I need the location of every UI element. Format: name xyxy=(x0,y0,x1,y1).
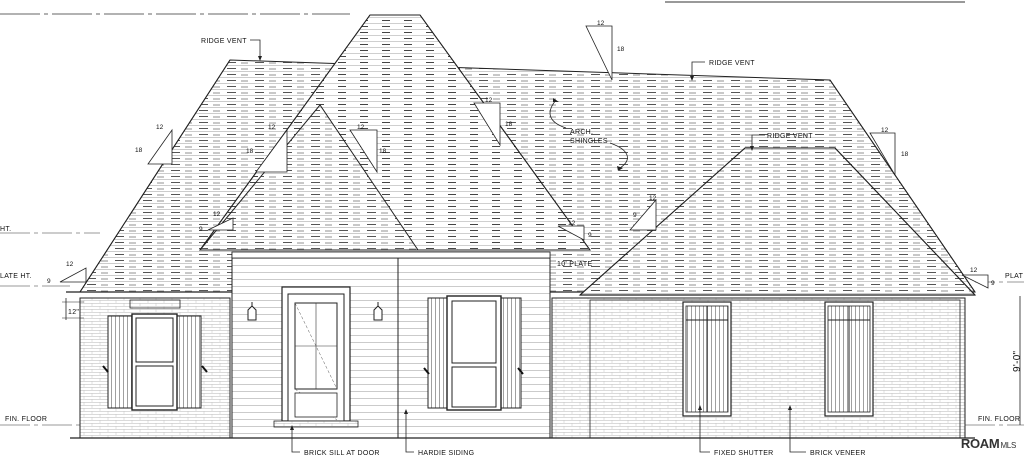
center-window xyxy=(423,295,524,411)
brick-veneer-label: BRICK VENEER xyxy=(810,450,866,457)
pitch-marker: 12 9 xyxy=(629,195,657,231)
pitch-marker: 12 18 xyxy=(349,124,387,174)
svg-text:12: 12 xyxy=(649,195,657,202)
right-brick-wall xyxy=(551,297,966,439)
fixed-shutter-left xyxy=(682,301,732,417)
svg-text:18: 18 xyxy=(135,147,143,154)
callout-leaders xyxy=(250,39,806,453)
fin-floor-label: FIN. FLOOR xyxy=(978,416,1020,423)
annotation-labels: RIDGE VENT RIDGE VENT RIDGE VENT ARCH. S… xyxy=(0,38,1024,457)
roam-mls-watermark: ROAMMLS xyxy=(961,436,1016,451)
svg-text:12: 12 xyxy=(568,220,576,227)
svg-text:12: 12 xyxy=(485,97,493,104)
plate-label: 10' PLATE xyxy=(557,261,592,268)
svg-text:12: 12 xyxy=(970,267,978,274)
dimension-12-left: 12" xyxy=(62,298,84,320)
svg-text:12: 12 xyxy=(268,124,276,131)
pitch-marker: 12 18 xyxy=(246,124,288,173)
svg-text:18: 18 xyxy=(505,121,513,128)
svg-text:9'-0": 9'-0" xyxy=(1012,350,1023,372)
lantern-left xyxy=(247,302,257,321)
pitch-marker: 12 18 xyxy=(135,124,173,165)
lantern-right xyxy=(373,302,383,321)
fin-floor-label: FIN. FLOOR xyxy=(5,416,47,423)
svg-text:9: 9 xyxy=(991,280,995,287)
svg-text:12: 12 xyxy=(881,127,889,134)
plate-height-label: HT. xyxy=(0,226,11,233)
plate-label-right: PLAT xyxy=(1005,273,1024,280)
fixed-shutter-right xyxy=(824,301,874,417)
arch-shingles-label: ARCH. xyxy=(570,129,593,136)
watermark-suffix: MLS xyxy=(1000,441,1016,450)
ridge-vent-label: RIDGE VENT xyxy=(201,38,247,45)
dimension-height-right: 9'-0" xyxy=(1012,296,1023,425)
leader-arrowheads xyxy=(258,56,792,430)
shutter xyxy=(107,315,133,409)
hardie-siding-label: HARDIE SIDING xyxy=(418,450,474,457)
pitch-marker: 12 18 xyxy=(869,127,909,177)
svg-text:9: 9 xyxy=(588,232,592,239)
svg-text:9: 9 xyxy=(47,278,51,285)
svg-text:18: 18 xyxy=(901,151,909,158)
pitch-marker: 12 9 xyxy=(961,267,995,289)
plate-height-label: LATE HT. xyxy=(0,273,32,280)
brick-sill-label: BRICK SILL AT DOOR xyxy=(304,450,380,457)
ridge-vent-label: RIDGE VENT xyxy=(767,133,813,140)
right-gable-roof xyxy=(578,147,977,296)
pitch-marker: 12 18 xyxy=(473,97,513,147)
watermark-brand: ROAM xyxy=(960,436,1000,451)
svg-text:9: 9 xyxy=(633,212,637,219)
svg-text:9: 9 xyxy=(199,226,203,233)
arch-shingles-label: SHINGLES xyxy=(570,138,608,145)
pitch-marker: 12 9 xyxy=(199,211,234,233)
svg-text:12: 12 xyxy=(66,261,74,268)
pitch-marker: 12 9 xyxy=(47,261,87,285)
svg-text:12: 12 xyxy=(597,20,605,27)
ridge-vent-label: RIDGE VENT xyxy=(709,60,755,67)
shutter xyxy=(176,315,202,409)
left-window xyxy=(102,299,208,411)
svg-text:12: 12 xyxy=(156,124,164,131)
pitch-marker: 12 9 xyxy=(557,220,592,241)
svg-text:18: 18 xyxy=(617,46,625,53)
pitch-markers: 12 18 12 18 12 18 12 18 12 18 12 18 xyxy=(47,20,995,289)
svg-text:12": 12" xyxy=(68,309,79,316)
fixed-shutter-label: FIXED SHUTTER xyxy=(714,450,774,457)
svg-text:12: 12 xyxy=(213,211,221,218)
front-door xyxy=(273,286,359,428)
svg-text:12: 12 xyxy=(357,124,365,131)
svg-text:18: 18 xyxy=(379,148,387,155)
pitch-marker: 12 18 xyxy=(585,20,625,81)
svg-text:18: 18 xyxy=(246,148,254,155)
